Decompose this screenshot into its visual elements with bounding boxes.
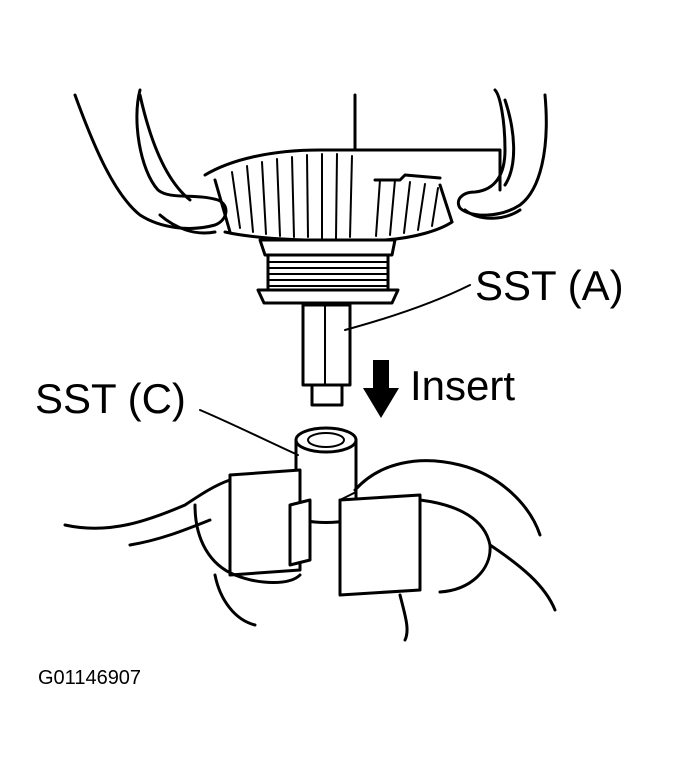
- lower-hands-illustration: [63, 459, 557, 642]
- cooling-fins: [231, 153, 439, 239]
- vise-jaws: [228, 468, 422, 597]
- figure-code: G01146907: [38, 667, 141, 689]
- sst-c-label: SST (C): [35, 375, 186, 422]
- sst-a-label: SST (A): [475, 262, 624, 309]
- sst-a-leader-line: [344, 284, 471, 331]
- sst-a-tool: [301, 303, 352, 407]
- pulley: [256, 238, 400, 305]
- arrow-down-icon: [363, 360, 399, 418]
- alternator-housing: [203, 148, 454, 243]
- insert-label: Insert: [410, 362, 515, 409]
- sst-c-leader-line: [199, 409, 299, 456]
- upper-hands-illustration: [73, 88, 548, 235]
